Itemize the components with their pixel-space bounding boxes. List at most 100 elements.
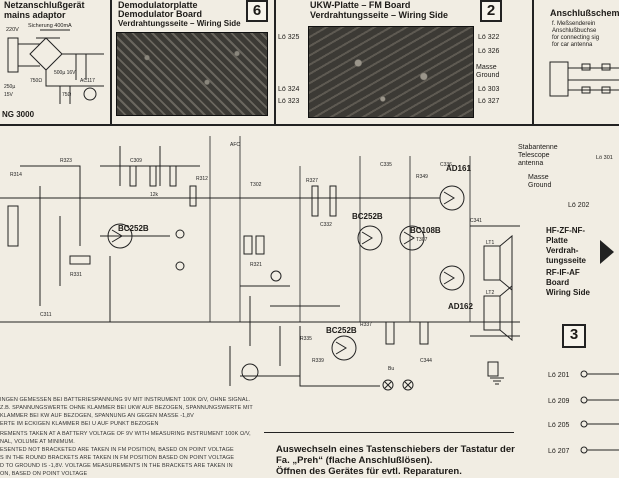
antenna-label-de: Stabantenne [518,144,558,151]
antenna-title: Anschlußschema [550,8,619,18]
svg-text:R331: R331 [70,272,82,278]
ukw-panel: UKW-Platte – FM Board Verdrahtungsseite … [276,0,504,124]
footer-line-3: Öffnen des Gerätes für evtl. Reparaturen… [276,466,462,477]
svg-text:LT1: LT1 [486,240,494,246]
svg-text:R323: R323 [60,158,72,164]
adaptor-title-en: mains adaptor [4,10,66,20]
right-column-terminals [580,370,619,454]
svg-text:LT2: LT2 [486,290,494,296]
ukw-point-324: Lö 324 [278,86,300,93]
lo-205: Lö 205 [548,422,570,429]
svg-text:250µ: 250µ [4,84,15,90]
footer-divider [264,432,514,433]
note-line-7: ESENTED NOT BRACKETED ARE TAKEN IN FM PO… [0,447,234,453]
adaptor-voltage-label: 220V [6,27,19,33]
transistor-label-2: BC252B [352,212,383,221]
svg-text:R312: R312 [196,176,208,182]
antenna-note-2: Anschlußbuchse [552,28,597,34]
right-column: Stabantenne Telescope antenna Lö 301 Mas… [518,126,619,478]
board-de-2: Platte [546,236,568,245]
ukw-point-325: Lö 325 [278,34,300,41]
demod-title-en: Demodulator Board [118,9,203,19]
divider-2 [274,0,276,124]
footer-line-2: Fa. „Preh“ (flache Anschlußlösen). [276,455,433,466]
demod-pcb-image [116,32,268,116]
svg-text:500µ 16V: 500µ 16V [54,70,76,76]
demod-board-number: 6 [246,0,268,22]
antenna-note-1: f. Meßsenderein [552,21,596,27]
svg-text:C344: C344 [420,358,432,364]
svg-text:C341: C341 [470,218,482,224]
measurement-notes: INGEN GEMESSEN BEI BATTERIESPANNUNG 9V M… [0,396,270,478]
demod-title-de: Demodulatorplatte [118,0,198,10]
svg-text:R339: R339 [312,358,324,364]
svg-text:R349: R349 [416,174,428,180]
board-en-3: Wiring Side [546,288,590,297]
svg-text:C336: C336 [440,162,452,168]
svg-text:R335: R335 [300,336,312,342]
board-en-2: Board [546,278,570,287]
note-line-8: S IN THE ROUND BRACKETS ARE TAKEN IN FM … [0,455,235,461]
note-line-10: ON, BASED ON POINT VOLTAGE [0,471,88,477]
svg-text:15V: 15V [4,92,14,98]
demod-panel: Demodulatorplatte Demodulator Board Verd… [112,0,274,124]
adaptor-model: NG 3000 [2,110,35,119]
ukw-point-326: Lö 326 [478,48,500,55]
antenna-note-3: for connecting sig [552,35,600,41]
svg-text:Bu: Bu [388,366,394,372]
board-de-1: HF-ZF-NF- [546,226,586,235]
transistor-label-4: AD161 [446,164,471,173]
board-de-3: Verdrah- [546,246,579,255]
svg-text:R327: R327 [306,178,318,184]
antenna-schematic [549,61,619,97]
footer-line-1: Auswechseln eines Tastenschiebers der Ta… [276,444,515,455]
note-line-3: KLAMMER BEI KW AUF BEZOGEN, SPANNUNG AN … [0,413,194,419]
adaptor-title-de: Netzanschlußgerät [4,0,85,10]
svg-text:75Ω: 75Ω [62,92,72,98]
note-line-2: Z.B. SPANNUNGSWERTE OHNE KLAMMER BEI UKW… [0,405,253,411]
svg-text:C335: C335 [380,162,392,168]
svg-text:AFC: AFC [230,142,240,148]
svg-text:C311: C311 [40,312,52,318]
svg-text:750Ω: 750Ω [30,78,42,84]
lo-201: Lö 201 [548,372,570,379]
ukw-board-number: 2 [480,0,502,22]
svg-text:R337: R337 [360,322,372,328]
ukw-ground: Masse Ground [476,64,500,79]
note-line-5: REMENTS TAKEN AT A BATTERY VOLTAGE OF 9V… [0,431,251,437]
divider-1 [110,0,112,124]
note-line-6: NAL, VOLUME AT MINIMUM. [0,439,75,445]
transistor-label-1: BC252B [118,224,149,233]
lo-207: Lö 207 [548,448,570,455]
ukw-point-303: Lö 303 [478,86,500,93]
ukw-point-323: Lö 323 [278,98,300,105]
ground-label: Masse Ground [528,174,552,189]
board-pointer-arrow [600,240,614,264]
ukw-title-1: UKW-Platte – FM Board [310,0,411,10]
transistor-label-6: BC252B [326,326,357,335]
svg-text:R321: R321 [250,262,262,268]
note-line-4: ERTE IM ECKIGEN KLAMMER BEI U AUF PUNKT … [0,421,159,427]
lo-301: Lö 301 [596,155,613,161]
antenna-panel: Anschlußschema f. Meßsenderein Anschlußb… [534,0,619,124]
svg-text:C332: C332 [320,222,332,228]
lo-202: Lö 202 [568,202,590,209]
transistor-ref-3: T307 [416,237,428,243]
note-line-1: INGEN GEMESSEN BEI BATTERIESPANNUNG 9V M… [0,397,251,403]
svg-text:12k: 12k [150,192,159,198]
board-de-4: tungsseite [546,256,587,265]
ukw-pcb-image [308,26,474,118]
top-divider [0,124,619,126]
svg-text:R314: R314 [10,172,22,178]
divider-3 [532,0,534,124]
note-line-9: D TO GROUND IS -1,8V. VOLTAGE MEASUREMEN… [0,463,233,469]
transistor-label-5: AD162 [448,302,473,311]
demod-wiring-label: Verdrahtungsseite – Wiring Side [118,19,241,28]
antenna-note-4: for car antenna [552,42,593,48]
ukw-point-322: Lö 322 [478,34,500,41]
antenna-label-en: Telescope antenna [518,152,550,167]
adaptor-panel: Netzanschlußgerät mains adaptor Sicherun… [0,0,110,124]
board-number: 3 [562,324,586,348]
